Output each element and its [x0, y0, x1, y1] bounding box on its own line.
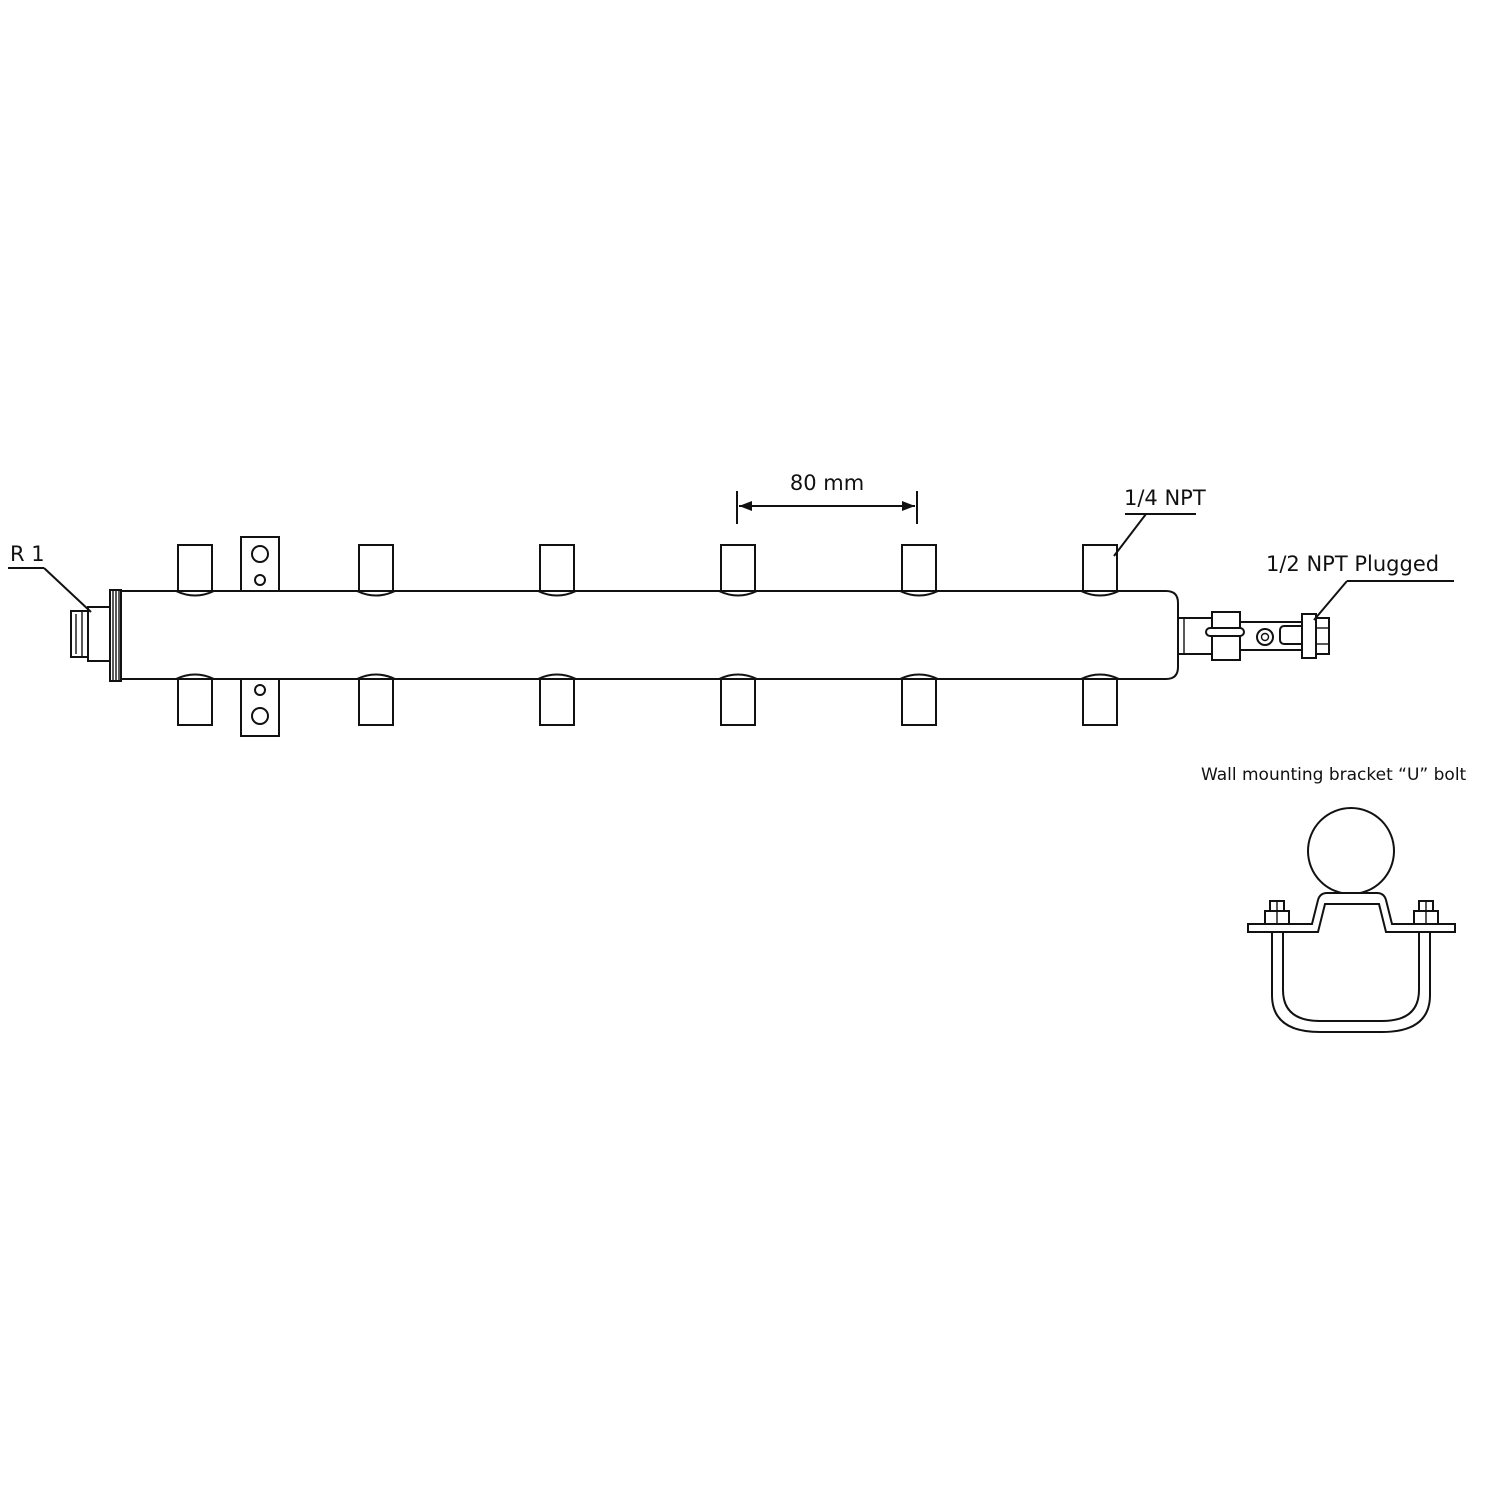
wall-bracket-strap	[240, 536, 280, 737]
outlet-bottom-1	[175, 673, 215, 726]
spacing-dimension	[736, 491, 918, 524]
outlet-bottom-3	[537, 673, 577, 726]
outlet-top-4	[718, 544, 758, 597]
end-plug-assembly	[1177, 611, 1330, 661]
inlet-thread-label: R 1	[10, 542, 45, 566]
inlet-nipple	[70, 589, 122, 682]
outlet-bottom-4	[718, 673, 758, 726]
outlet-top-3	[537, 544, 577, 597]
outlet-top-1	[175, 544, 215, 597]
outlet-bottom-6	[1080, 673, 1120, 726]
inlet-leader	[8, 567, 92, 613]
u-bolt-bracket-detail	[1247, 807, 1456, 1033]
end-plug-leader	[1313, 580, 1454, 621]
bracket-title: Wall mounting bracket “U” bolt	[1201, 765, 1467, 785]
outlet-bottom-2	[356, 673, 396, 726]
outlet-top-2	[356, 544, 396, 597]
outlet-top-6	[1080, 544, 1120, 597]
end-plug-label: 1/2 NPT Plugged	[1266, 552, 1439, 576]
top-outlets	[175, 544, 1120, 597]
outlet-bottom-5	[899, 673, 939, 726]
bottom-outlets	[175, 673, 1120, 726]
manifold-body	[120, 590, 1179, 680]
outlet-top-5	[899, 544, 939, 597]
spacing-label: 80 mm	[790, 471, 864, 495]
outlet-thread-label: 1/4 NPT	[1124, 486, 1206, 510]
outlet-thread-leader	[1113, 513, 1196, 557]
